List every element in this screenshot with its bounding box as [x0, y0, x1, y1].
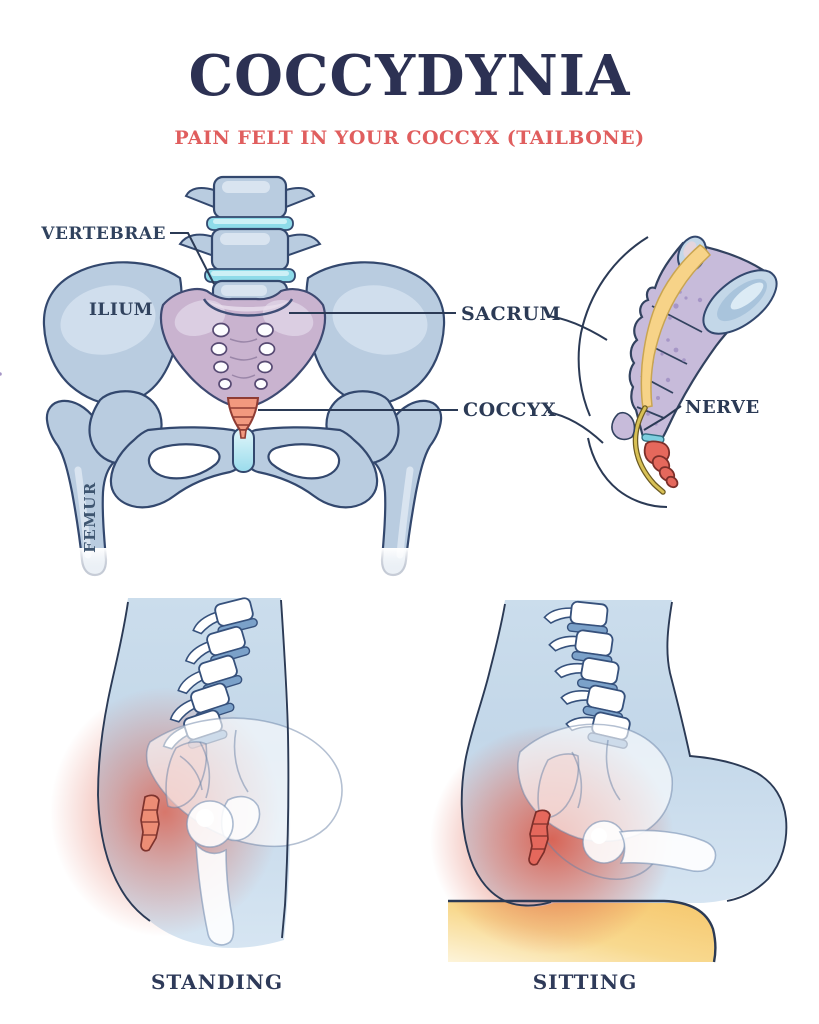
standing-outline-left — [97, 601, 151, 922]
sitting-outline-right — [666, 601, 788, 902]
sitting-figure-illustration — [430, 597, 788, 963]
buttock-contour-upper — [577, 236, 649, 417]
sitting-ghost-pelvis — [517, 723, 674, 880]
standing-outline-right — [280, 599, 290, 939]
standing-figure-illustration — [50, 595, 343, 948]
caption-sitting: SITTING — [532, 970, 638, 994]
spinal-canal-band — [640, 244, 712, 409]
sacrum-front — [159, 288, 327, 406]
sacrum-leader-right — [546, 315, 608, 341]
label-vertebrae: VERTEBRAE — [41, 224, 166, 244]
nerve-leader — [643, 405, 682, 431]
page-title: COCCYDYNIA — [188, 43, 631, 109]
seat-outline — [448, 899, 717, 963]
nerve-fiber — [634, 406, 665, 494]
label-nerve: NERVE — [685, 397, 760, 418]
coccyx-side — [643, 440, 679, 489]
label-femur: FEMUR — [81, 481, 99, 553]
standing-coccyx — [140, 794, 160, 852]
leader-lines — [170, 232, 682, 444]
standing-ghost-femur — [186, 795, 261, 946]
coccyx-front — [226, 397, 260, 439]
caption-standing: STANDING — [150, 970, 284, 994]
sacrum-side-illustration — [0, 235, 778, 508]
lumbar-spine — [178, 175, 322, 321]
sitting-coccyx — [528, 809, 551, 866]
label-sacrum: SACRUM — [461, 303, 561, 325]
page-subtitle: PAIN FELT IN YOUR COCCYX (TAILBONE) — [174, 127, 645, 149]
pelvis-front-illustration — [38, 175, 478, 592]
buttock-contour-lower — [587, 437, 668, 508]
coccyx-leader-right — [547, 411, 604, 444]
vertebrae-leader — [170, 232, 215, 285]
label-coccyx: COCCYX — [463, 399, 557, 421]
hip-bone-left — [42, 261, 243, 509]
label-ilium: ILIUM — [88, 300, 153, 320]
sitting-ghost-femur — [582, 820, 717, 873]
